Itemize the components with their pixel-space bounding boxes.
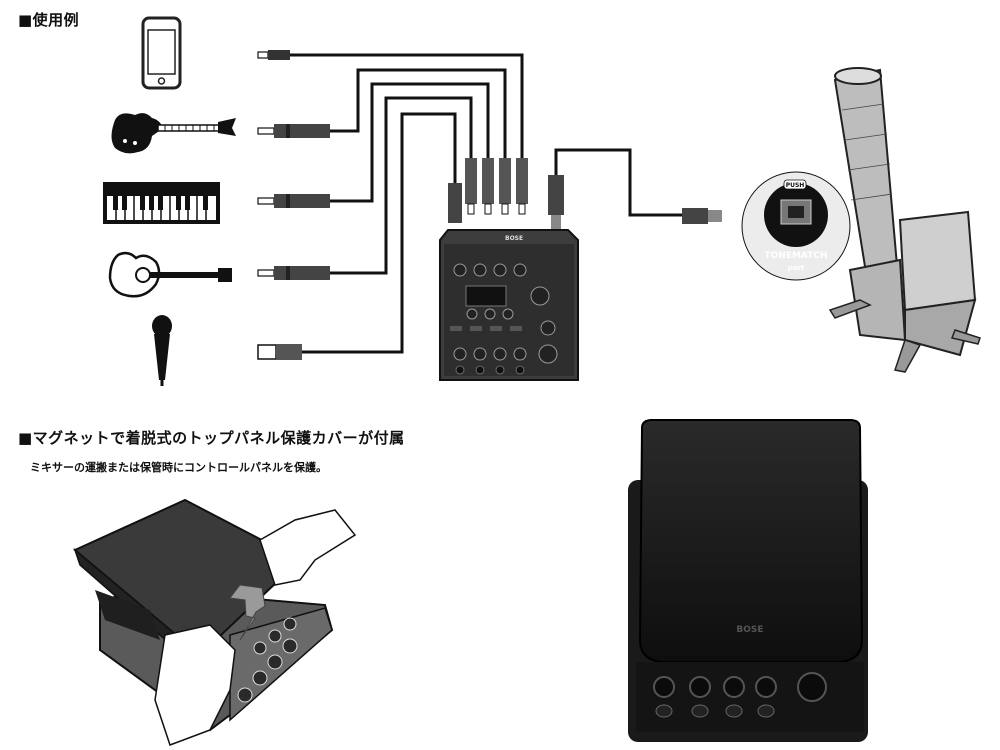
jack-plug-acoustic — [257, 266, 330, 280]
acoustic-guitar-icon — [108, 251, 232, 298]
keyboard-icon — [103, 182, 220, 224]
cover-feature-heading: ■マグネットで着脱式のトップパネル保護カバーが付属 — [18, 429, 405, 447]
cover-brand-label: BOSE — [736, 625, 763, 635]
jack-plug-guitar — [257, 124, 330, 138]
cover-feature-description: ミキサーの運搬または保管時にコントロールパネルを保護。 — [30, 461, 327, 474]
cable-microphone — [300, 112, 457, 354]
mixer-illustration: BOSE — [439, 229, 579, 381]
tonematch-label: TONEMATCH — [765, 251, 828, 261]
connection-diagram: BOSE PUSH TONEMATCH port — [103, 16, 981, 386]
tonematch-plug — [682, 208, 722, 224]
tonematch-port-badge: PUSH TONEMATCH port — [741, 171, 851, 281]
smartphone-icon — [141, 16, 182, 90]
mixer-input-plugs — [448, 158, 564, 229]
jack-plug-keyboard — [257, 194, 330, 208]
microphone-icon — [152, 315, 172, 386]
cable-smartphone — [290, 53, 524, 160]
jack-plug-smartphone — [257, 50, 290, 60]
xlr-plug-microphone — [257, 344, 302, 360]
cover-product-photo: BOSE — [628, 419, 868, 742]
mixer-brand-label: BOSE — [505, 235, 523, 242]
port-label: port — [788, 264, 805, 272]
push-label: PUSH — [786, 182, 805, 189]
cover-attach-illustration — [73, 498, 357, 746]
electric-guitar-icon — [111, 113, 236, 154]
cable-lines — [290, 53, 690, 354]
cable-keyboard — [330, 82, 490, 203]
cable-electric-guitar — [330, 68, 507, 160]
usage-example-heading: ■使用例 — [18, 11, 80, 29]
speaker-system — [828, 67, 981, 373]
cable-acoustic-guitar — [330, 96, 473, 275]
cable-tonematch — [554, 148, 690, 217]
